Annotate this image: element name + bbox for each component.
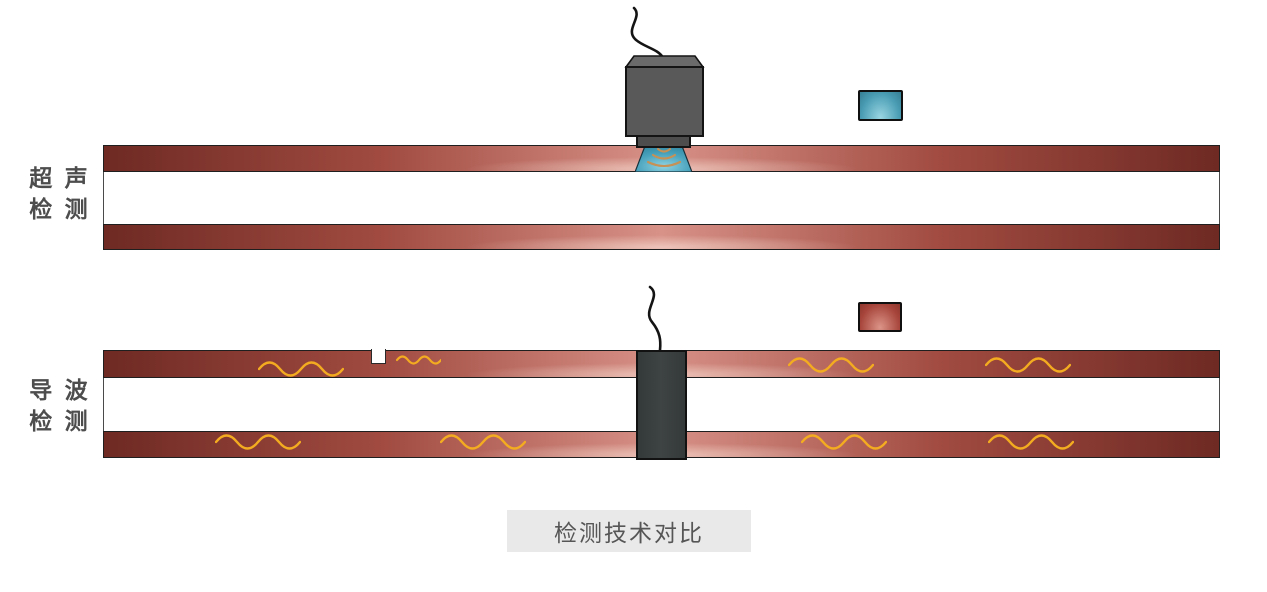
guided-label-line1: 导 波 — [29, 377, 91, 403]
guided-wave-squiggle-icon — [801, 434, 887, 450]
probe-cable-icon — [630, 6, 665, 60]
guided-wave-squiggle-icon — [258, 361, 344, 377]
probe-top-face — [624, 55, 705, 68]
guided-wave-section-label: 导 波 检 测 — [14, 375, 106, 437]
ultrasonic-label-line2: 检 测 — [29, 196, 91, 222]
guided-wave-squiggle-icon — [788, 357, 874, 373]
guided-label-line2: 检 测 — [29, 408, 91, 434]
ultrasonic-probe-icon — [624, 6, 705, 148]
guided-wave-squiggle-icon — [396, 355, 441, 365]
ultrasonic-section-label: 超 声 检 测 — [14, 163, 106, 225]
caption-box: 检测技术对比 — [507, 510, 751, 552]
pipe-cross-section-blue-icon — [858, 90, 903, 121]
pipe-cross-section-red-icon — [858, 302, 902, 332]
caption-text: 检测技术对比 — [554, 520, 704, 546]
guided-wave-squiggle-icon — [440, 434, 526, 450]
beam-wavefront-arcs — [646, 147, 682, 168]
probe-shoe — [636, 135, 691, 148]
guided-wave-collar-icon — [636, 350, 687, 460]
pipe-wall-bottom — [103, 224, 1220, 250]
ultrasonic-label-line1: 超 声 — [29, 165, 91, 191]
collar-cable-icon — [647, 285, 662, 352]
guided-wave-squiggle-icon — [988, 434, 1074, 450]
defect-notch-icon — [371, 349, 386, 364]
probe-body — [625, 66, 704, 137]
guided-wave-squiggle-icon — [985, 357, 1071, 373]
ultrasound-beam-icon — [635, 146, 692, 172]
guided-wave-squiggle-icon — [215, 434, 301, 450]
